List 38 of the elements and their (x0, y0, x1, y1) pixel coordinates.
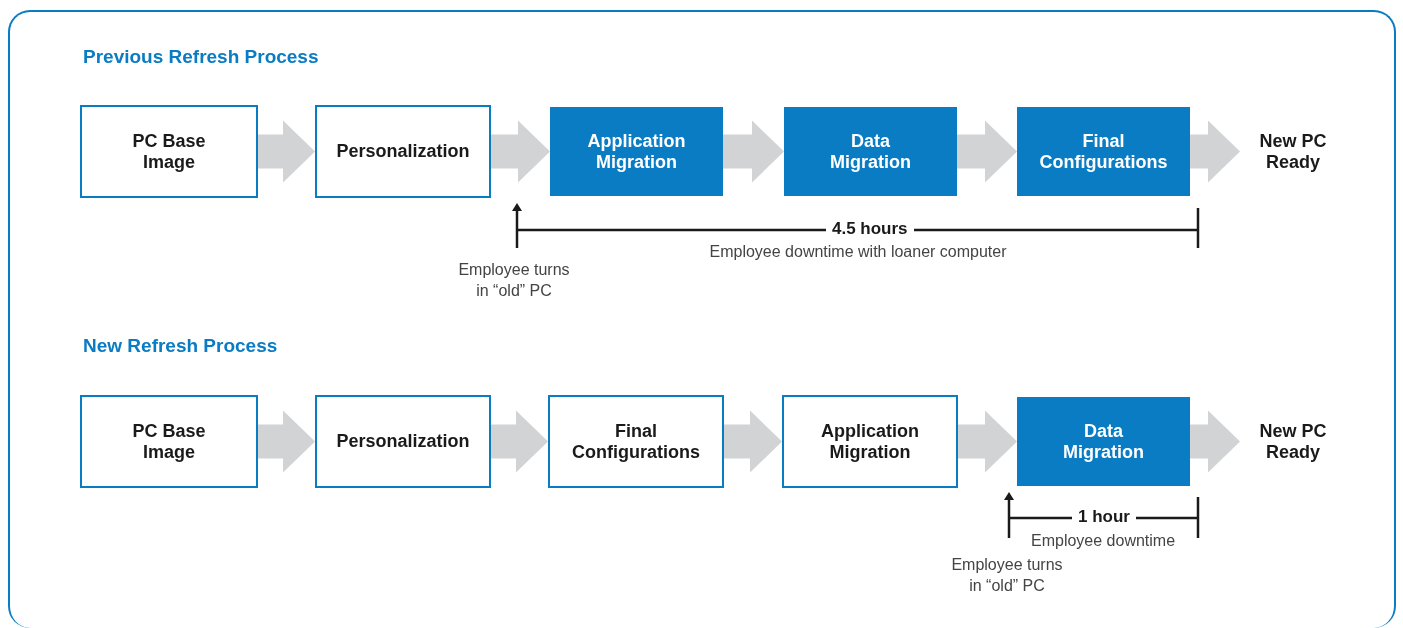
box-label: Personalization (336, 431, 470, 452)
block-arrow (723, 120, 784, 183)
block-arrow (1190, 410, 1240, 473)
process-box (80, 105, 258, 198)
process-box (1017, 397, 1190, 486)
box-label: Final Configurations (571, 420, 701, 463)
annotation: Employee turns in “old” PC (457, 260, 571, 301)
section-heading: Previous Refresh Process (83, 46, 319, 68)
process-box (782, 395, 958, 488)
box-label: Application Migration (820, 420, 920, 463)
end-label: New PC Ready (1258, 130, 1328, 173)
end-label: New PC Ready (1258, 420, 1328, 463)
process-box (315, 395, 491, 488)
caption: Employee downtime with loaner computer (709, 242, 1007, 262)
box-label: Data Migration (1062, 420, 1145, 463)
block-arrow (491, 120, 550, 183)
box-label: Personalization (336, 141, 470, 162)
block-arrow (258, 410, 315, 473)
process-box (315, 105, 491, 198)
process-box (80, 395, 258, 488)
block-arrow (958, 410, 1017, 473)
block-arrow (957, 120, 1017, 183)
caption: Employee downtime (1031, 531, 1176, 551)
process-box (548, 395, 724, 488)
process-box (550, 107, 723, 196)
block-arrow (258, 120, 315, 183)
process-box (1017, 107, 1190, 196)
annotation: Employee turns in “old” PC (950, 555, 1064, 596)
box-label: Final Configurations (1038, 130, 1169, 173)
section-heading: New Refresh Process (83, 335, 278, 357)
box-label: Data Migration (829, 130, 912, 173)
box-label: PC Base Image (131, 420, 207, 463)
block-arrow (1190, 120, 1240, 183)
block-arrow (491, 410, 548, 473)
process-box (784, 107, 957, 196)
block-arrow (724, 410, 782, 473)
box-label: PC Base Image (131, 130, 207, 173)
box-label: Application Migration (586, 130, 687, 173)
